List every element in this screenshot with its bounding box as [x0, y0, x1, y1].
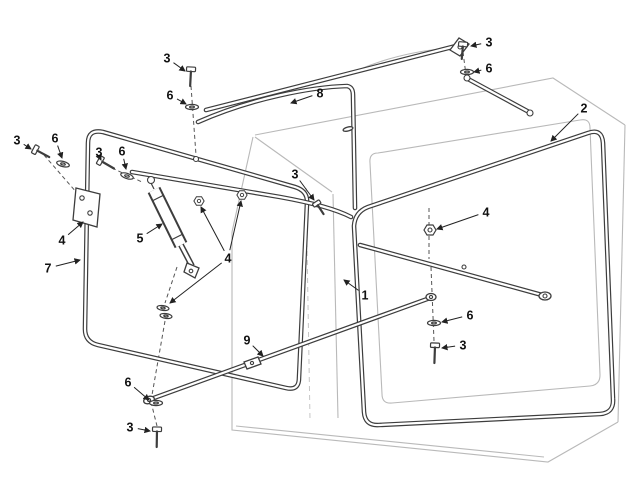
callout-leader-arrow: [473, 67, 482, 74]
callout-3: 3: [127, 421, 134, 435]
callout-4: 4: [225, 252, 232, 266]
washers: [56, 68, 475, 407]
washer: [120, 172, 134, 180]
callout-leader-arrow: [23, 143, 32, 150]
assembly-dashed-lines: [43, 51, 467, 427]
callout-4: 4: [59, 234, 66, 248]
callout-5: 5: [137, 232, 144, 246]
callout-leader-arrow: [176, 98, 187, 105]
frame-bosses: [192, 126, 467, 270]
callout-3: 3: [292, 168, 299, 182]
washer: [459, 68, 475, 76]
frame-left-loop-part7: [85, 131, 307, 388]
bolt: [30, 144, 51, 159]
hinge-plate-part4: [72, 187, 101, 228]
washer: [156, 304, 170, 312]
bolt: [429, 342, 441, 365]
callout-leader-arrow: [200, 206, 225, 252]
bolt: [312, 199, 325, 216]
callout-leader-arrow: [229, 200, 243, 251]
bolt: [185, 66, 197, 88]
nut: [423, 224, 437, 236]
callout-leader-arrow: [67, 221, 84, 236]
callout-3: 3: [14, 134, 21, 148]
callout-leader-arrow: [441, 343, 456, 351]
callout-leader-arrow: [173, 62, 186, 72]
callout-6: 6: [125, 376, 132, 390]
callout-3: 3: [164, 52, 171, 66]
callout-leader-arrow: [133, 386, 150, 401]
callout-7: 7: [45, 262, 52, 276]
nuts: [193, 190, 437, 236]
callout-leader-arrow: [436, 214, 479, 231]
callout-leader-arrow: [169, 262, 223, 304]
washer: [56, 160, 70, 168]
callout-9: 9: [244, 334, 251, 348]
callout-leader-arrow: [299, 180, 315, 201]
callout-leader-arrow: [470, 41, 482, 48]
callout-leader-arrow: [57, 145, 64, 159]
callout-leader-arrow: [550, 113, 579, 142]
upper-right-brace: [463, 74, 534, 117]
lower-right-brace: [360, 245, 552, 301]
callout-3: 3: [96, 146, 103, 160]
callout-leader-arrow: [252, 345, 264, 357]
callout-6: 6: [52, 132, 59, 146]
callout-3: 3: [460, 339, 467, 353]
washer: [184, 103, 200, 111]
callout-3: 3: [486, 36, 493, 50]
nut: [236, 190, 248, 200]
callout-leader-arrow: [343, 279, 359, 291]
callout-6: 6: [167, 89, 174, 103]
callout-6: 6: [486, 62, 493, 76]
callout-4: 4: [483, 206, 490, 220]
callout-leader-arrow: [137, 426, 151, 434]
bolt: [151, 426, 163, 449]
callout-leader-arrow: [146, 223, 163, 235]
nut: [193, 196, 205, 206]
callout-1: 1: [362, 289, 369, 303]
callout-2: 2: [581, 102, 588, 116]
callout-leader-arrow: [55, 258, 81, 267]
lower-diagonal-tube-part9: [143, 292, 437, 405]
bolts: [30, 41, 469, 449]
washer: [148, 399, 164, 407]
callout-leader-arrow: [441, 316, 463, 324]
washer: [426, 319, 442, 327]
callout-8: 8: [317, 87, 324, 101]
bolt: [457, 41, 469, 61]
washer: [159, 312, 173, 320]
callout-6: 6: [119, 145, 126, 159]
callout-6: 6: [467, 309, 474, 323]
callout-leader-arrow: [121, 158, 128, 170]
hopper-body-outline: [231, 47, 626, 463]
callout-leader-arrow: [290, 95, 313, 105]
top-rail-tube-part2: [206, 46, 456, 110]
hydraulic-cylinder-part5: [146, 175, 200, 279]
